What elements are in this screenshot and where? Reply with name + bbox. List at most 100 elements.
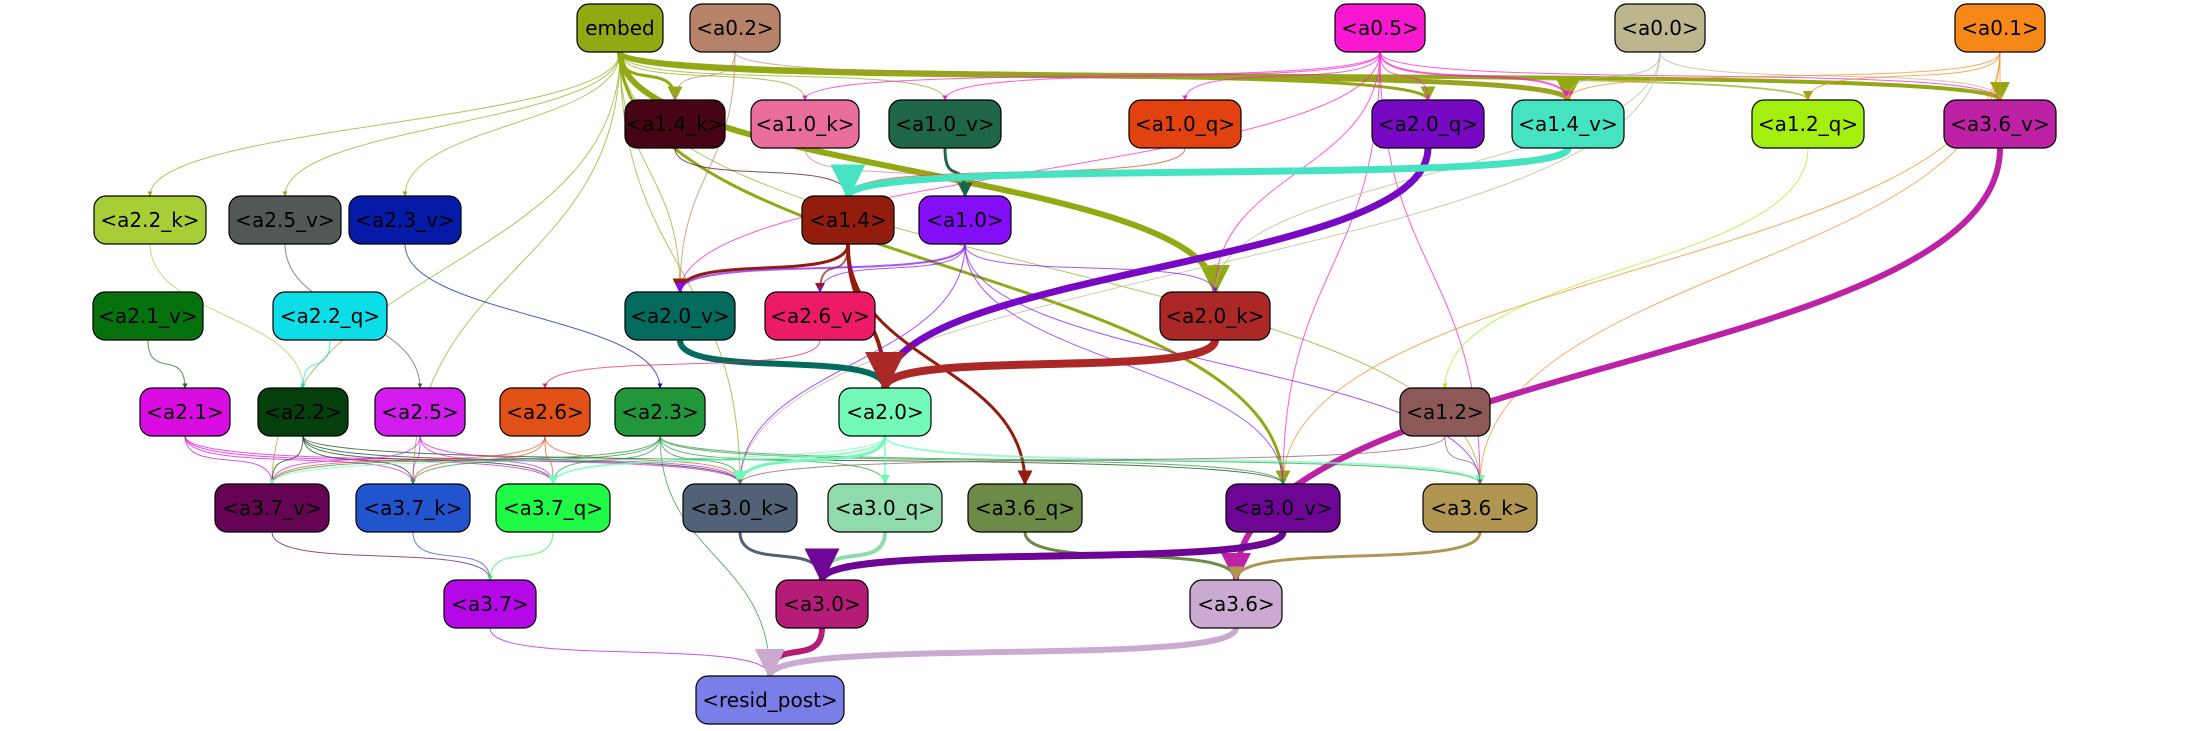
- node-box[interactable]: [1399, 387, 1491, 437]
- node-a2-1[interactable]: <a2.1>: [139, 387, 231, 437]
- node-box[interactable]: [1943, 99, 2057, 149]
- node-a0-2[interactable]: <a0.2>: [689, 3, 781, 53]
- node-box[interactable]: [1422, 483, 1538, 533]
- node-box[interactable]: [750, 99, 860, 149]
- node-box[interactable]: [355, 483, 471, 533]
- node-a1-4-v[interactable]: <a1.4_v>: [1511, 99, 1625, 149]
- node-box[interactable]: [1511, 99, 1625, 149]
- node-a1-0[interactable]: <a1.0>: [918, 195, 1012, 245]
- node-box[interactable]: [1225, 483, 1341, 533]
- node-box[interactable]: [1189, 579, 1283, 629]
- node-box[interactable]: [257, 387, 349, 437]
- node-box[interactable]: [801, 195, 895, 245]
- node-a2-2-q[interactable]: <a2.2_q>: [272, 291, 388, 341]
- node-a2-2[interactable]: <a2.2>: [257, 387, 349, 437]
- node-box[interactable]: [1614, 3, 1706, 53]
- node-box[interactable]: [695, 675, 845, 725]
- node-box[interactable]: [495, 483, 611, 533]
- node-a1-0-q[interactable]: <a1.0_q>: [1128, 99, 1242, 149]
- node-a3-7-k[interactable]: <a3.7_k>: [355, 483, 471, 533]
- node-a2-2-k[interactable]: <a2.2_k>: [93, 195, 207, 245]
- node-a0-1[interactable]: <a0.1>: [1954, 3, 2046, 53]
- node-box[interactable]: [139, 387, 231, 437]
- node-a1-4-k[interactable]: <a1.4_k>: [624, 99, 726, 149]
- node-a3-6-q[interactable]: <a3.6_q>: [967, 483, 1083, 533]
- node-box[interactable]: [1334, 3, 1426, 53]
- edge-a2_3-to-resid_post: [659, 435, 773, 677]
- node-a0-0[interactable]: <a0.0>: [1614, 3, 1706, 53]
- node-box[interactable]: [689, 3, 781, 53]
- node-box[interactable]: [614, 387, 706, 437]
- node-box[interactable]: [1954, 3, 2046, 53]
- node-a1-4[interactable]: <a1.4>: [801, 195, 895, 245]
- node-label: <a0.1>: [1961, 16, 2039, 40]
- edge-a2_0-to-a3_7_q: [548, 435, 886, 485]
- edge-a2_0_q-to-a2_0: [867, 147, 1432, 392]
- node-a2-3-v[interactable]: <a2.3_v>: [348, 195, 462, 245]
- node-a3-0-k[interactable]: <a3.0_k>: [682, 483, 798, 533]
- node-a2-0-v[interactable]: <a2.0_v>: [624, 291, 736, 341]
- edge-a1_2_q-to-a1_2: [1442, 147, 1809, 389]
- node-a3-0-v[interactable]: <a3.0_v>: [1225, 483, 1341, 533]
- edge-a2_0_k-to-a2_0: [865, 338, 1219, 392]
- node-embed[interactable]: embed: [576, 3, 664, 53]
- node-box[interactable]: [93, 195, 207, 245]
- node-a2-6-v[interactable]: <a2.6_v>: [764, 291, 876, 341]
- node-box[interactable]: [214, 483, 330, 533]
- node-a3-0-q[interactable]: <a3.0_q>: [827, 483, 943, 533]
- node-box[interactable]: [918, 195, 1012, 245]
- node-a1-0-k[interactable]: <a1.0_k>: [750, 99, 860, 149]
- node-a3-7-q[interactable]: <a3.7_q>: [495, 483, 611, 533]
- node-a2-1-v[interactable]: <a2.1_v>: [92, 291, 204, 341]
- edge-layer: [147, 50, 2010, 679]
- node-box[interactable]: [764, 291, 876, 341]
- node-box[interactable]: [348, 195, 462, 245]
- node-a2-5-v[interactable]: <a2.5_v>: [228, 195, 342, 245]
- node-label: <a3.0_v>: [1233, 496, 1332, 520]
- node-box[interactable]: [92, 291, 204, 341]
- node-box[interactable]: [624, 99, 726, 149]
- edge-a1_0-to-a2_0_v: [675, 243, 966, 293]
- node-box[interactable]: [838, 387, 932, 437]
- node-a3-6-v[interactable]: <a3.6_v>: [1943, 99, 2057, 149]
- node-box[interactable]: [443, 579, 537, 629]
- node-a2-0[interactable]: <a2.0>: [838, 387, 932, 437]
- node-box[interactable]: [888, 99, 1002, 149]
- node-box[interactable]: [272, 291, 388, 341]
- node-box[interactable]: [499, 387, 591, 437]
- node-a2-5[interactable]: <a2.5>: [374, 387, 466, 437]
- node-label: <a2.0_v>: [630, 304, 729, 328]
- node-a1-2-q[interactable]: <a1.2_q>: [1751, 99, 1865, 149]
- node-box[interactable]: [1751, 99, 1865, 149]
- node-box[interactable]: [775, 579, 869, 629]
- node-a3-0[interactable]: <a3.0>: [775, 579, 869, 629]
- node-label: <a0.5>: [1341, 16, 1419, 40]
- node-box[interactable]: [827, 483, 943, 533]
- node-a3-6-k[interactable]: <a3.6_k>: [1422, 483, 1538, 533]
- edge-a2_0-to-a3_0_k: [732, 435, 887, 486]
- node-box[interactable]: [624, 291, 736, 341]
- node-a2-0-k[interactable]: <a2.0_k>: [1159, 291, 1271, 341]
- node-box[interactable]: [576, 3, 664, 53]
- node-a2-6[interactable]: <a2.6>: [499, 387, 591, 437]
- node-a3-7[interactable]: <a3.7>: [443, 579, 537, 629]
- node-a3-7-v[interactable]: <a3.7_v>: [214, 483, 330, 533]
- node-a0-5[interactable]: <a0.5>: [1334, 3, 1426, 53]
- node-box[interactable]: [374, 387, 466, 437]
- edge-a1_0-to-a3_0_k: [737, 243, 966, 485]
- node-label: <a3.7_v>: [222, 496, 321, 520]
- node-a2-0-q[interactable]: <a2.0_q>: [1371, 99, 1485, 149]
- node-box[interactable]: [682, 483, 798, 533]
- node-box[interactable]: [1128, 99, 1242, 149]
- node-a1-0-v[interactable]: <a1.0_v>: [888, 99, 1002, 149]
- node-box[interactable]: [228, 195, 342, 245]
- node-a1-2[interactable]: <a1.2>: [1399, 387, 1491, 437]
- edge-a2_3-to-a3_0_q: [659, 435, 888, 485]
- node-a3-6[interactable]: <a3.6>: [1189, 579, 1283, 629]
- node-a2-3[interactable]: <a2.3>: [614, 387, 706, 437]
- node-box[interactable]: [967, 483, 1083, 533]
- node-box[interactable]: [1371, 99, 1485, 149]
- node-box[interactable]: [1159, 291, 1271, 341]
- node-resid-post[interactable]: <resid_post>: [695, 675, 845, 725]
- node-label: <a1.4_k>: [625, 112, 724, 136]
